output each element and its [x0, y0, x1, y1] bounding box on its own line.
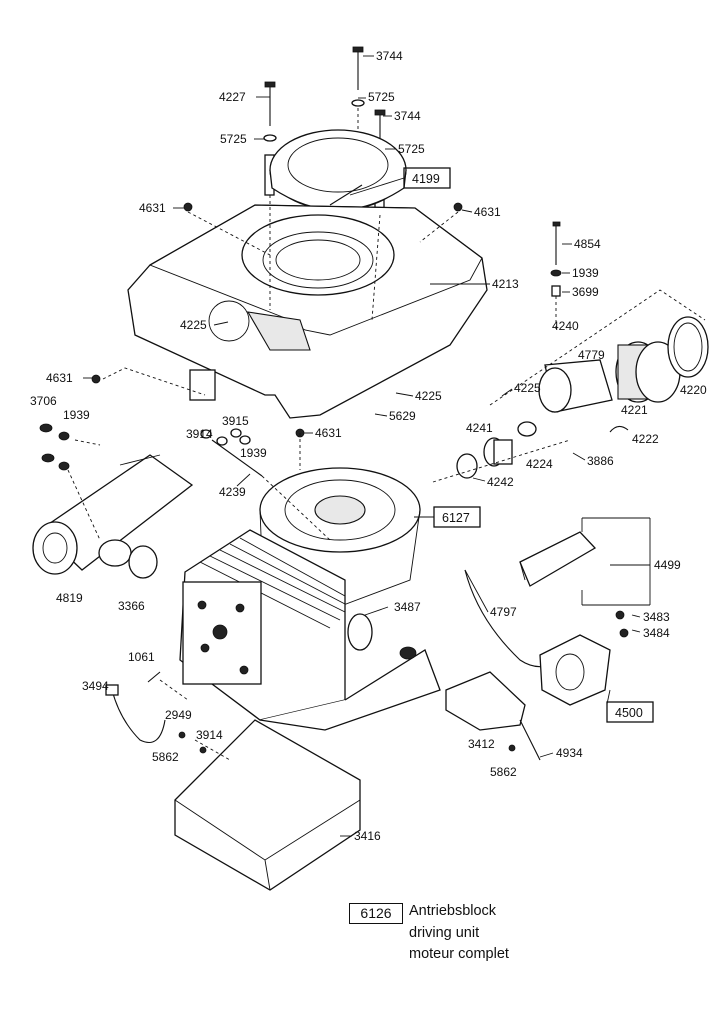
- callout-4224: 4224: [526, 457, 553, 471]
- cable-4797: [464, 569, 551, 668]
- callout-3744: 3744: [394, 109, 421, 123]
- intake-3412: [445, 671, 541, 761]
- bolt-4227: [263, 81, 277, 196]
- callout-5862: 5862: [490, 765, 517, 779]
- callout-2949: 2949: [165, 708, 192, 722]
- callout-4242: 4242: [487, 475, 514, 489]
- callout-4225: 4225: [514, 381, 541, 395]
- callout-4240: 4240: [552, 319, 579, 333]
- callout-4631: 4631: [139, 201, 166, 215]
- callout-3412: 3412: [468, 737, 495, 751]
- engine-block: [179, 467, 441, 731]
- callout-4500-boxed: 4500: [615, 706, 643, 720]
- callout-3483: 3483: [643, 610, 670, 624]
- callout-4631: 4631: [315, 426, 342, 440]
- callout-1939: 1939: [572, 266, 599, 280]
- callout-3416: 3416: [354, 829, 381, 843]
- air-filter-assembly: [517, 316, 709, 437]
- callout-3487: 3487: [394, 600, 421, 614]
- screws-4631: [91, 202, 463, 438]
- callout-3744: 3744: [376, 49, 403, 63]
- callout-4819: 4819: [56, 591, 83, 605]
- callout-4221: 4221: [621, 403, 648, 417]
- callout-5725: 5725: [398, 142, 425, 156]
- callout-4241: 4241: [466, 421, 493, 435]
- dashed-guide-lines: [67, 108, 706, 761]
- callout-3699: 3699: [572, 285, 599, 299]
- callout-1939: 1939: [240, 446, 267, 460]
- legend-french: moteur complet: [409, 946, 509, 962]
- callout-4222: 4222: [632, 432, 659, 446]
- callout-5862: 5862: [152, 750, 179, 764]
- muffler: [32, 423, 194, 579]
- callout-1061: 1061: [128, 650, 155, 664]
- callout-3886: 3886: [587, 454, 614, 468]
- callout-4227: 4227: [219, 90, 246, 104]
- legend-german: Antriebsblock: [409, 903, 497, 919]
- callout-4199-boxed: 4199: [412, 172, 440, 186]
- callout-4225: 4225: [180, 318, 207, 332]
- flange-4241-4242: [456, 437, 513, 479]
- callout-1939: 1939: [63, 408, 90, 422]
- callout-3914: 3914: [186, 427, 213, 441]
- callout-4779: 4779: [578, 348, 605, 362]
- callout-3914: 3914: [196, 728, 223, 742]
- callout-4631: 4631: [46, 371, 73, 385]
- baffle-3416: [174, 719, 361, 891]
- callout-labels: 3744 4227 5725 3744 5725 5725 4199 4631 …: [30, 49, 707, 843]
- callout-4934: 4934: [556, 746, 583, 760]
- callout-3366: 3366: [118, 599, 145, 613]
- callout-4239: 4239: [219, 485, 246, 499]
- legend-english: driving unit: [409, 925, 480, 941]
- legend-code-box: 6126: [349, 903, 403, 924]
- washers-3914-3915: [200, 428, 263, 477]
- callout-4631: 4631: [474, 205, 501, 219]
- callout-5725: 5725: [220, 132, 247, 146]
- spark-plug-lead: [105, 671, 207, 754]
- callout-6127-boxed: 6127: [442, 511, 470, 525]
- bolt-3744-top: [351, 46, 365, 107]
- bolt-4854-stack: [550, 221, 562, 297]
- callout-5725: 5725: [368, 90, 395, 104]
- callout-3706: 3706: [30, 394, 57, 408]
- callout-4220: 4220: [680, 383, 707, 397]
- callout-4797: 4797: [490, 605, 517, 619]
- callout-4225: 4225: [415, 389, 442, 403]
- callout-3915: 3915: [222, 414, 249, 428]
- callout-4854: 4854: [574, 237, 601, 251]
- callout-3484: 3484: [643, 626, 670, 640]
- callout-4213: 4213: [492, 277, 519, 291]
- guard-4499: [519, 531, 597, 587]
- fan-shroud: [127, 204, 488, 419]
- callout-5629: 5629: [389, 409, 416, 423]
- boxed-callout-frames: [403, 167, 654, 723]
- callout-4499: 4499: [654, 558, 681, 572]
- leader-lines: [83, 55, 650, 837]
- cylinder-fins: [199, 537, 346, 629]
- callout-3494: 3494: [82, 679, 109, 693]
- carburetor: [539, 610, 629, 706]
